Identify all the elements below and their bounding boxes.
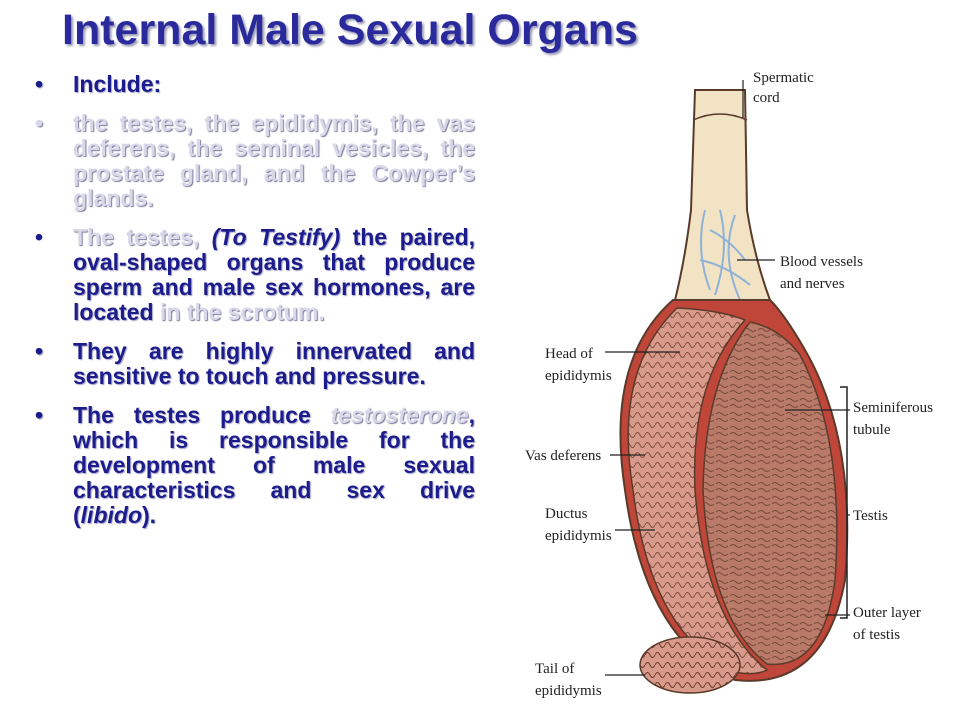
label-ductus: Ductus <box>545 506 588 522</box>
bullet-dot: • <box>35 71 44 97</box>
bullet-dot: • <box>35 338 44 364</box>
leader-lines <box>605 80 850 676</box>
bullet-testosterone-part2: testosterone <box>330 402 469 428</box>
bullet-organ-list: • the testes, the epididymis, the vas de… <box>32 111 475 211</box>
bullet-organ-list-text: the testes, the epididymis, the vas defe… <box>73 110 475 211</box>
label-spermatic-cord: Spermatic <box>753 70 814 86</box>
bullet-testosterone-part1: The testes produce <box>73 402 331 428</box>
label-tail-epididymis-2: epididymis <box>535 683 602 699</box>
label-blood-vessels-2: and nerves <box>780 276 845 292</box>
bullet-testosterone-part4: libido <box>80 502 142 528</box>
label-outer-layer-2: of testis <box>853 627 900 643</box>
epididymis-texture <box>628 308 767 674</box>
seminiferous-tubules-texture <box>703 322 837 665</box>
bullet-testosterone-part5: ). <box>142 502 157 528</box>
bullet-testes-part4: in the scrotum. <box>159 299 325 325</box>
bullet-innervated-text: They are highly innervated and sensitive… <box>73 338 475 389</box>
bullet-list: • Include: • the testes, the epididymis,… <box>32 72 475 542</box>
bullet-innervated: • They are highly innervated and sensiti… <box>32 339 475 389</box>
testis-bracket <box>840 386 848 619</box>
label-seminiferous-2: tubule <box>853 422 891 438</box>
bullet-testes-part2: (To Testify) <box>211 224 341 250</box>
bullet-testes-part3: the paired, oval-shaped organs that prod… <box>73 224 476 325</box>
blood-vessels-shape <box>699 209 751 301</box>
epididymis-tail-texture <box>640 637 740 693</box>
label-spermatic-cord-2: cord <box>753 90 780 106</box>
bullet-dot: • <box>35 110 44 136</box>
bullet-dot: • <box>35 224 44 250</box>
bullet-testosterone: • The testes produce testosterone, which… <box>32 403 475 528</box>
bullet-include: • Include: <box>32 72 475 97</box>
label-ductus-2: epididymis <box>545 528 612 544</box>
label-head-epididymis: Head of <box>545 346 593 362</box>
bullet-testosterone-part3: , which is responsible for the developme… <box>73 402 475 528</box>
bullet-testes: • The testes, (To Testify) the paired, o… <box>32 225 475 325</box>
label-seminiferous: Seminiferous <box>853 400 933 416</box>
label-tail-epididymis: Tail of <box>535 661 574 677</box>
bullet-testes-part1: The testes, <box>73 224 212 250</box>
label-testis: Testis <box>853 508 888 524</box>
label-vas-deferens: Vas deferens <box>525 448 601 464</box>
cord-cut-edge <box>692 113 748 121</box>
testis-diagram: Spermatic cord Blood vessels and nerves … <box>525 70 933 699</box>
label-outer-layer: Outer layer <box>853 605 921 621</box>
slide-title: Internal Male Sexual Organs <box>62 6 638 54</box>
bullet-include-text: Include: <box>73 71 162 97</box>
label-head-epididymis-2: epididymis <box>545 368 612 384</box>
bullet-dot: • <box>35 402 44 428</box>
label-blood-vessels: Blood vessels <box>780 254 863 270</box>
